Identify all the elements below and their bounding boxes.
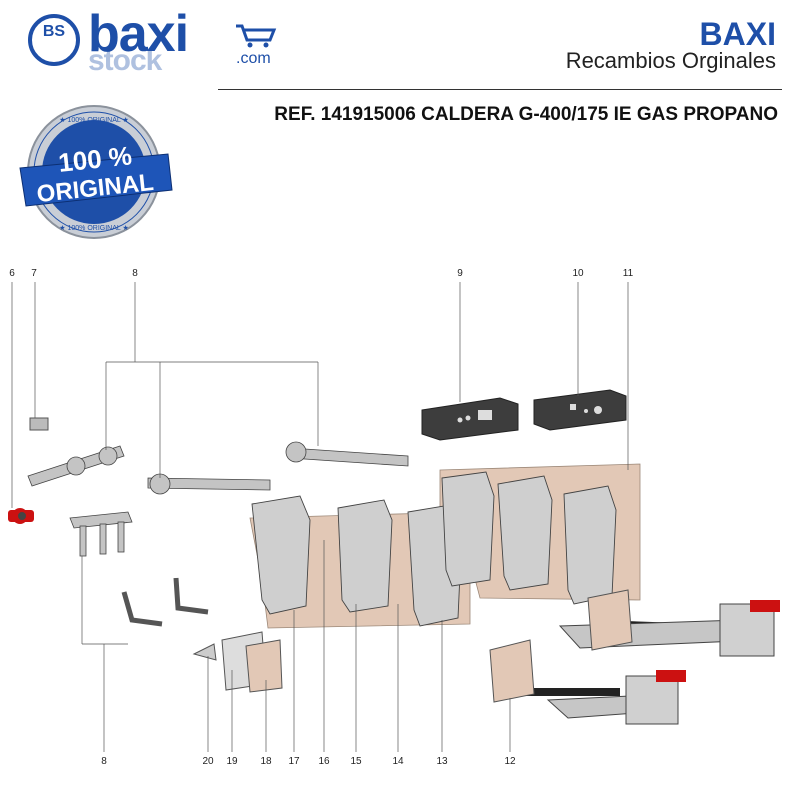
original-badge-seal: 100 % ORIGINAL ★ 100% ORIGINAL ★ ★ 100% … [19,105,173,239]
pump-6 [8,508,34,524]
control-panel-9 [421,397,519,441]
brand-subtitle: Recambios Orginales [565,48,776,73]
callout-13: 13 [436,756,448,767]
brand-name: BAXI [699,16,776,52]
part-20 [192,643,217,661]
manifold-pipes-8 [27,441,409,627]
callout-8-bottom: 8 [101,756,107,767]
logo-stock: stock [88,44,162,77]
control-panel-10 [533,389,627,431]
svg-text:★ 100% ORIGINAL ★: ★ 100% ORIGINAL ★ [59,116,128,124]
callout-16: 16 [318,756,330,767]
inspection-plate-upper [587,589,633,651]
callout-20: 20 [202,756,214,767]
svg-text:★ 100% ORIGINAL ★: ★ 100% ORIGINAL ★ [59,224,128,232]
logo-bs-emblem: BS [28,14,80,66]
page-title: REF. 141915006 CALDERA G-400/175 IE GAS … [274,104,778,125]
callout-9: 9 [457,268,463,279]
callout-19: 19 [226,756,238,767]
callout-leaders [11,282,629,752]
callout-11: 11 [622,268,634,279]
part-7 [29,417,49,431]
burner-assembly-lower [520,670,686,725]
callout-10: 10 [572,268,584,279]
callout-15: 15 [350,756,362,767]
logo-word: baxi [88,5,189,63]
logo-domain: .com [236,50,271,67]
callout-8: 8 [132,268,138,279]
callout-7: 7 [31,268,37,279]
baxistock-logo[interactable]: BS baxi stock .com [28,5,298,77]
callout-17: 17 [288,756,300,767]
callout-14: 14 [392,756,404,767]
callout-18: 18 [260,756,272,767]
callout-6: 6 [9,268,15,279]
inspection-plate-12 [489,639,535,703]
header-divider [218,89,782,90]
boiler-sections [251,471,617,627]
logo-letters: BS [42,23,66,40]
gasket-18 [245,639,283,693]
callout-12: 12 [504,756,516,767]
shopping-cart-icon [236,24,277,48]
